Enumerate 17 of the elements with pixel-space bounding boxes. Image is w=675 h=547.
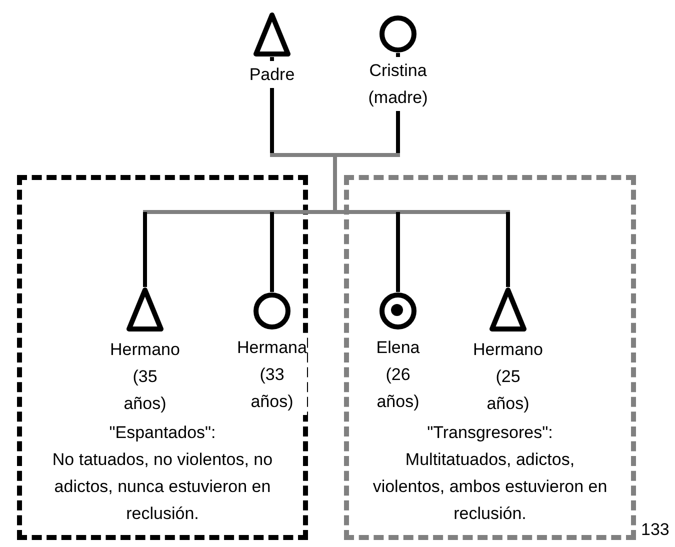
descent-line [270, 212, 274, 292]
person-name: Padre [249, 61, 295, 88]
male-symbol [126, 287, 164, 332]
page-number: 133 [641, 519, 670, 541]
group-frame [17, 175, 308, 540]
group-frame [344, 175, 636, 540]
descent-line [396, 212, 400, 292]
person-name: Cristina (madre) [368, 57, 428, 111]
index-person-symbol [379, 292, 417, 330]
marriage-line [270, 153, 400, 157]
female-symbol [379, 15, 417, 53]
male-symbol [489, 287, 527, 332]
female-symbol [253, 292, 291, 330]
descent-line [143, 212, 147, 287]
male-symbol [253, 12, 291, 57]
descent-stem [333, 155, 337, 212]
descent-line [506, 212, 510, 287]
